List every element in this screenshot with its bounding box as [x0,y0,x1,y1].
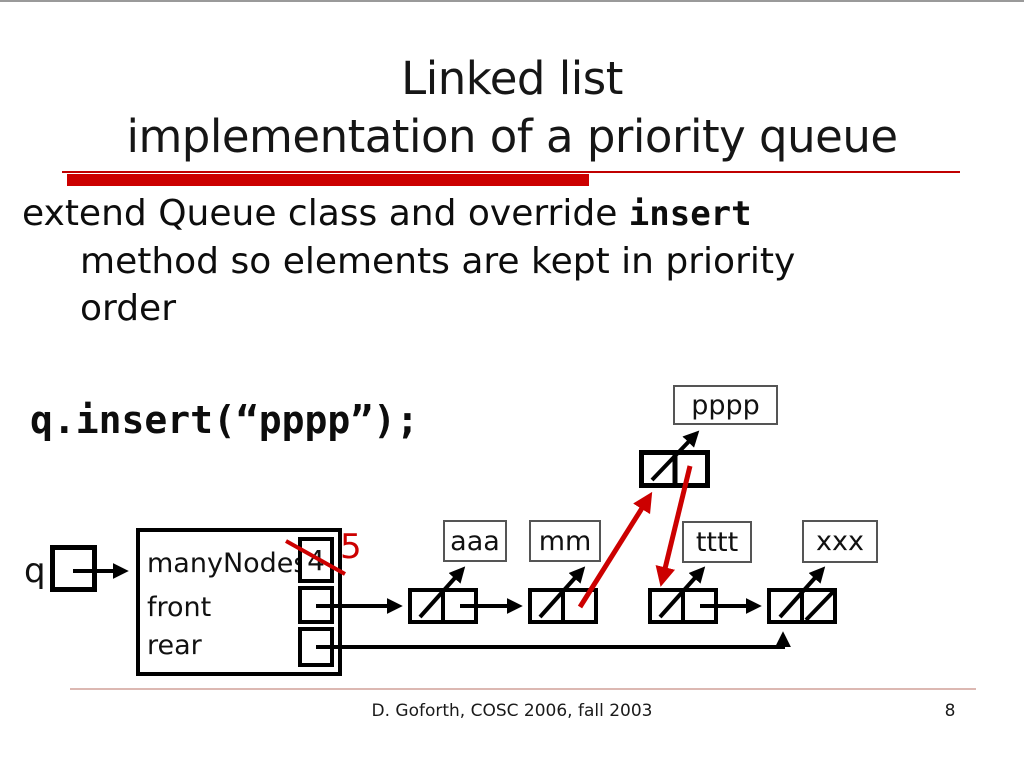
code-statement: q.insert(“pppp”); [30,398,419,442]
footer-rule [70,688,976,690]
queue-reference-box [50,545,97,592]
node-box-tttt [648,588,718,624]
node-box-mm [528,588,598,624]
node-label-aaa: aaa [443,520,507,562]
body-line-1-code-word: insert [628,194,752,234]
title-accent-bar [67,174,589,186]
field-label-front: front [147,592,212,623]
node-label-mm: mm [529,520,601,562]
body-text: extend Queue class and override insert m… [22,190,982,332]
old-count-value: 4 [307,543,325,577]
field-label-rear: rear [147,630,202,661]
title-line-1: Linked list [401,52,623,105]
front-pointer-cell [298,586,334,624]
node-divider [800,592,804,620]
node-label-pppp: pppp [673,385,778,425]
node-divider [681,592,685,620]
node-divider [561,592,565,620]
body-line-3: order [80,288,176,329]
node-divider [441,592,445,620]
count-cell: 4 [298,537,334,583]
body-line-1: extend Queue class and override insert [22,190,982,238]
page-number: 8 [944,701,956,721]
node-box-xxx [767,588,837,624]
body-line-2: method so elements are kept in priority [80,241,796,282]
node-box-aaa [408,588,478,624]
body-line-1-text: extend Queue class and override [22,193,629,234]
field-label-manynodes: manyNodes [147,548,308,579]
footer-credit: D. Goforth, COSC 2006, fall 2003 [371,701,653,721]
slide-title: Linked list implementation of a priority… [0,50,1024,166]
rear-pointer-cell [298,627,334,667]
rear-pointer-arrow [316,631,791,649]
node-label-xxx: xxx [802,520,878,563]
node-label-tttt: tttt [682,521,752,563]
node-box-pppp [639,450,710,488]
title-thin-rule [62,171,960,173]
node-divider [672,455,677,483]
queue-variable-label: q [24,551,46,591]
title-line-2: implementation of a priority queue [126,110,898,163]
new-count-value: 5 [340,527,362,567]
slide-top-edge [0,0,1024,2]
